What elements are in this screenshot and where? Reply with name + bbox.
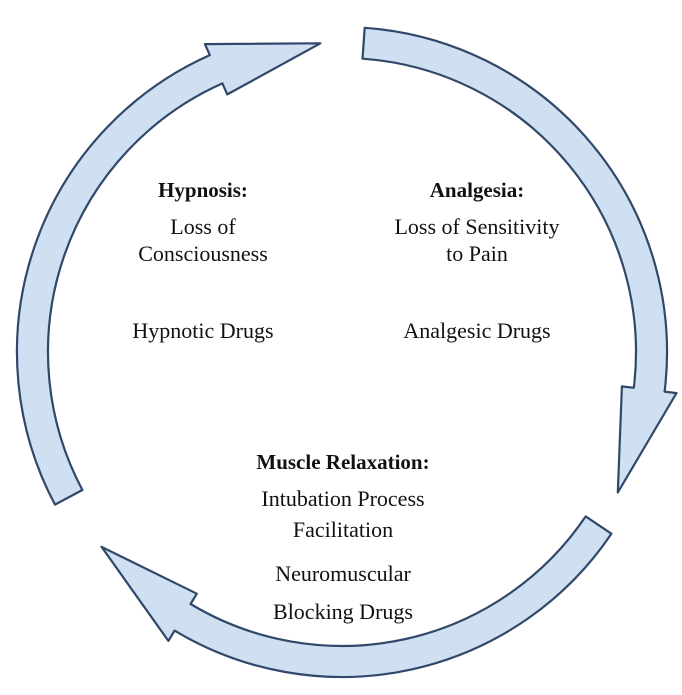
analgesia-description-line1: Loss of Sensitivity	[394, 214, 559, 239]
hypnosis-segment: Hypnosis: Loss of Consciousness Hypnotic…	[132, 178, 273, 343]
muscle-relaxation-segment: Muscle Relaxation: Intubation Process Fa…	[256, 450, 429, 624]
hypnosis-title: Hypnosis:	[158, 178, 248, 202]
muscle-relaxation-description-line2: Facilitation	[293, 517, 393, 542]
hypnosis-description-line2: Consciousness	[138, 241, 268, 266]
muscle-relaxation-drugs-line1: Neuromuscular	[275, 561, 411, 586]
muscle-relaxation-drugs-line2: Blocking Drugs	[273, 599, 413, 624]
cycle-arrows	[15, 26, 678, 679]
muscle-relaxation-to-hypnosis-arrow	[15, 42, 322, 506]
hypnosis-drugs: Hypnotic Drugs	[132, 318, 273, 343]
hypnosis-description-line1: Loss of	[170, 214, 236, 239]
muscle-relaxation-description-line1: Intubation Process	[261, 486, 424, 511]
analgesia-drugs: Analgesic Drugs	[403, 318, 550, 343]
analgesia-segment: Analgesia: Loss of Sensitivity to Pain A…	[394, 178, 559, 343]
analgesia-description-line2: to Pain	[446, 241, 508, 266]
hypnosis-to-analgesia-arrow	[361, 26, 678, 494]
analgesia-to-muscle-relaxation-arrow	[100, 515, 613, 679]
analgesia-title: Analgesia:	[430, 178, 525, 202]
muscle-relaxation-title: Muscle Relaxation:	[256, 450, 429, 474]
